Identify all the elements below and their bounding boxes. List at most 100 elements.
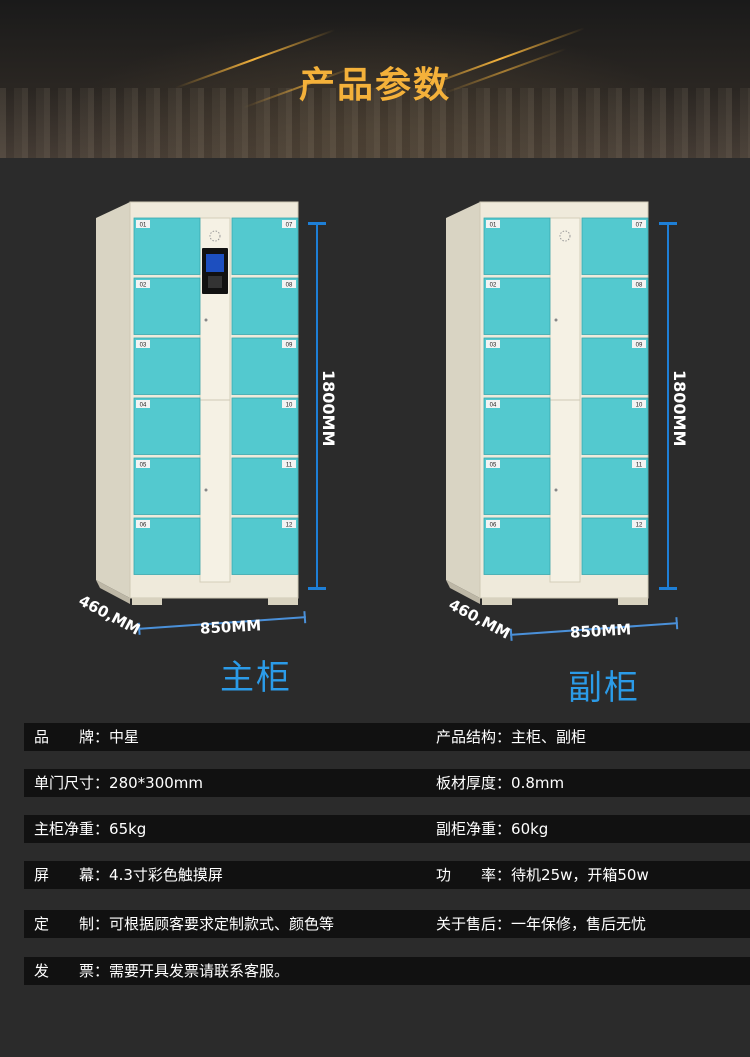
spec-value: 需要开具发票请联系客服。 [109,962,290,980]
spec-separator: ： [94,774,110,792]
cabinet-foot [482,598,512,605]
scanner-window [208,276,222,288]
door-number: 12 [636,523,643,529]
door-number: 02 [140,283,147,289]
spec-separator: ： [94,866,110,884]
door-number: 04 [140,403,147,409]
spec-left: 屏 幕：4.3寸彩色触摸屏 [34,861,223,889]
door-number: 08 [636,283,643,289]
door-number: 05 [490,463,497,469]
dimension-line [316,222,318,588]
door-number-plate [282,460,296,468]
spec-label: 发 票 [34,962,95,980]
dimension-cap [308,587,326,590]
door-number-plate [486,280,500,288]
spec-label: 副柜净重 [436,820,497,838]
door-number: 04 [490,403,497,409]
cabinet-side-base [446,580,480,604]
door-number-plate [632,220,646,228]
door-number: 07 [286,223,293,229]
spec-value: 可根据顾客要求定制款式、颜色等 [109,915,335,933]
header-banner: 产品参数 [0,0,750,158]
door-number-plate [632,400,646,408]
spec-label: 功 率 [436,866,497,884]
spec-separator: ： [496,728,512,746]
spec-row: 屏 幕：4.3寸彩色触摸屏功 率：待机25w，开箱50w [24,861,750,889]
door-number: 10 [636,403,643,409]
spec-value: 主柜、副柜 [511,728,587,746]
door-number-plate [486,460,500,468]
spec-value: 0.8mm [511,774,565,792]
dimension-cap [659,587,677,590]
cabinet-side-panel [446,202,480,598]
door-number-plate [486,520,500,528]
door-number: 07 [636,223,643,229]
spec-label: 关于售后 [436,915,497,933]
spec-separator: ： [496,820,512,838]
door-number: 11 [636,463,643,469]
door-number: 11 [286,463,293,469]
spec-left: 单门尺寸：280*300mm [34,769,203,797]
spec-label: 定 制 [34,915,95,933]
height-label: 1800MM [670,370,689,447]
spec-value: 中星 [109,728,140,746]
door-number-plate [136,460,150,468]
cabinet-foot [268,598,298,605]
spec-left: 发 票：需要开具发票请联系客服。 [34,957,289,985]
door-number: 09 [286,343,293,349]
ruins-background [0,88,750,158]
spec-label: 主柜净重 [34,820,95,838]
spec-label: 屏 幕 [34,866,95,884]
door-number-plate [282,520,296,528]
spec-value: 一年保修，售后无忧 [511,915,647,933]
dimension-line [667,222,669,588]
width-label: 850MM [199,616,262,638]
width-label: 850MM [569,620,632,642]
spec-right: 板材厚度：0.8mm [436,769,564,797]
spec-separator: ： [94,728,110,746]
keyhole-icon [204,318,208,322]
door-number: 01 [490,223,497,229]
spec-right: 产品结构：主柜、副柜 [436,723,586,751]
spec-separator: ： [496,774,512,792]
door-number: 09 [636,343,643,349]
spec-row: 品 牌：中星产品结构：主柜、副柜 [24,723,750,751]
screen-display [206,254,224,272]
height-label: 1800MM [319,370,338,447]
door-number: 05 [140,463,147,469]
door-number: 01 [140,223,147,229]
spec-value: 65kg [109,820,147,838]
door-number: 10 [286,403,293,409]
door-number: 08 [286,283,293,289]
cabinet-foot [618,598,648,605]
door-number: 03 [140,343,147,349]
door-number: 02 [490,283,497,289]
keyhole-icon [554,318,558,322]
door-number: 06 [140,523,147,529]
door-number-plate [282,220,296,228]
door-number-plate [282,280,296,288]
door-number-plate [486,340,500,348]
spec-row: 发 票：需要开具发票请联系客服。 [24,957,750,985]
spec-value: 60kg [511,820,549,838]
cabinet-foot [132,598,162,605]
cabinet-name-main: 主柜 [220,658,292,698]
door-number: 03 [490,343,497,349]
spec-left: 品 牌：中星 [34,723,139,751]
spec-right: 副柜净重：60kg [436,815,548,843]
door-number-plate [136,520,150,528]
spec-left: 主柜净重：65kg [34,815,146,843]
spec-value: 4.3寸彩色触摸屏 [109,866,223,884]
spec-label: 单门尺寸 [34,774,95,792]
spec-label: 品 牌 [34,728,95,746]
spec-row: 定 制：可根据顾客要求定制款式、颜色等关于售后：一年保修，售后无忧 [24,910,750,938]
cabinet-side-base [96,580,130,604]
door-number-plate [282,340,296,348]
door-number-plate [136,400,150,408]
spec-right: 功 率：待机25w，开箱50w [436,861,649,889]
spec-separator: ： [496,866,512,884]
spec-row: 单门尺寸：280*300mm 板材厚度：0.8mm [24,769,750,797]
